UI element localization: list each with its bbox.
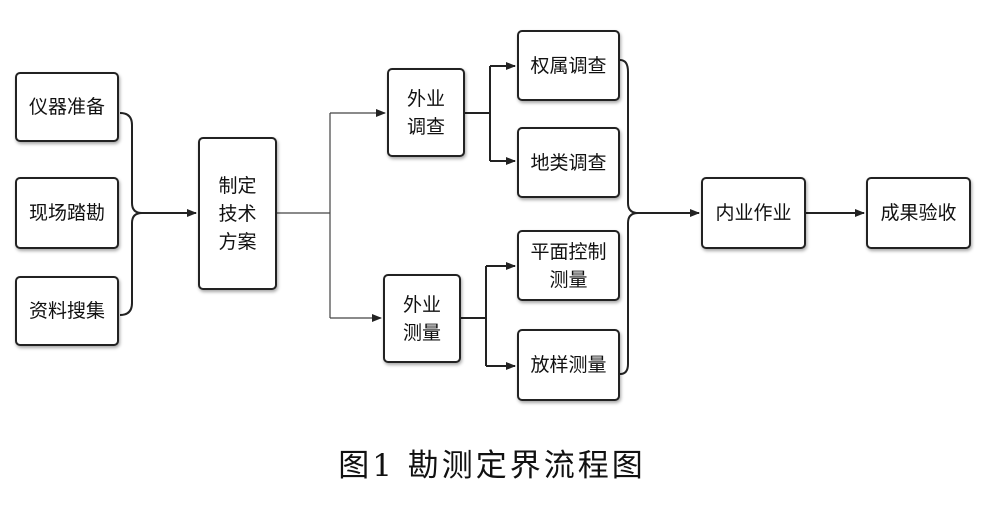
node-field-survey: 外业 测量 — [383, 274, 461, 363]
node-plane-control-survey: 平面控制 测量 — [517, 230, 620, 301]
node-result-acceptance: 成果验收 — [866, 177, 971, 249]
node-data-collection: 资料搜集 — [15, 276, 119, 346]
node-setting-out-survey: 放样测量 — [517, 329, 620, 401]
node-site-survey: 现场踏勘 — [15, 177, 119, 249]
field-merge-brace — [619, 59, 639, 375]
node-instrument-prep: 仪器准备 — [15, 72, 119, 142]
node-make-plan: 制定 技术 方案 — [198, 137, 277, 290]
flowchart-connectors — [119, 59, 865, 375]
node-field-investigation: 外业 调查 — [387, 68, 465, 157]
node-ownership-investigation: 权属调查 — [517, 30, 620, 101]
figure-caption: 图1 勘测定界流程图 — [338, 448, 646, 484]
node-office-work: 内业作业 — [701, 177, 806, 249]
node-land-type-investigation: 地类调查 — [517, 127, 620, 198]
prep-merge-brace — [119, 112, 143, 316]
